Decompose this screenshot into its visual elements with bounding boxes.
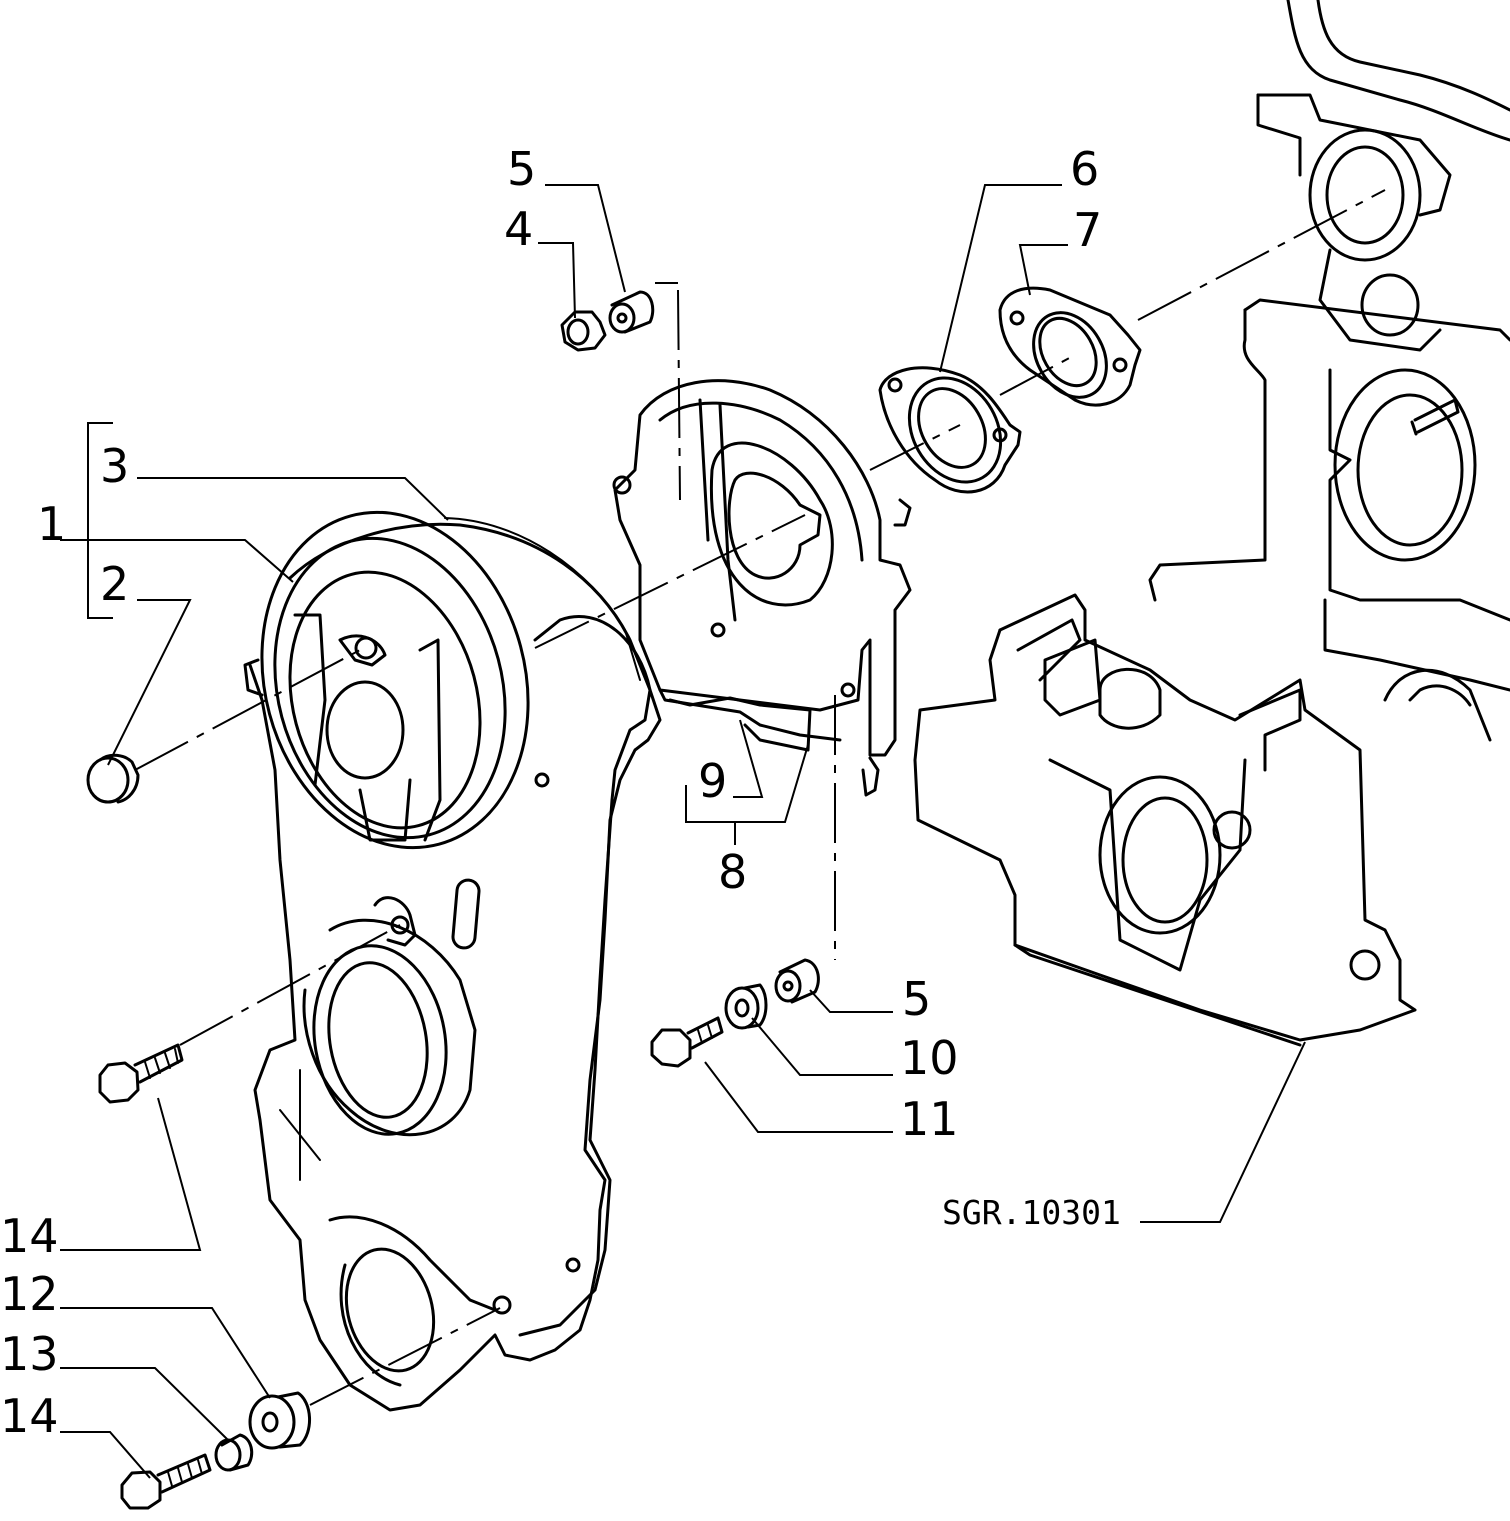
bolt-14-upper xyxy=(98,1043,184,1104)
callout-4: 4 xyxy=(504,202,533,256)
bolt-14-lower xyxy=(120,1453,212,1510)
callout-10: 10 xyxy=(900,1031,959,1085)
gasket-7 xyxy=(998,286,1142,407)
spacer-13 xyxy=(214,1433,254,1472)
rear-timing-housing xyxy=(913,593,1417,1047)
front-timing-cover xyxy=(243,510,662,1412)
nut-4 xyxy=(560,310,607,352)
spacer-5-top xyxy=(608,290,655,334)
callout-13: 13 xyxy=(0,1327,59,1381)
drawing-code: SGR.10301 xyxy=(942,1193,1121,1232)
callout-7: 7 xyxy=(1073,203,1102,257)
middle-cover-plate xyxy=(612,379,912,797)
callout-6: 6 xyxy=(1070,142,1099,196)
callout-12: 12 xyxy=(0,1267,59,1321)
callout-8: 8 xyxy=(718,845,747,899)
washer-12 xyxy=(248,1391,312,1450)
callout-9: 9 xyxy=(698,754,727,808)
engine-block-outline xyxy=(1148,0,1510,742)
callout-1: 1 xyxy=(37,497,66,551)
callout-14-upper: 14 xyxy=(0,1209,59,1263)
callout-3: 3 xyxy=(100,439,129,493)
assembly-axis-lines xyxy=(134,189,1386,1406)
callout-5-top: 5 xyxy=(507,142,536,196)
spacer-5-bottom xyxy=(774,958,820,1004)
plug-2 xyxy=(86,753,140,804)
bolt-11 xyxy=(650,1016,724,1068)
callout-5-bottom: 5 xyxy=(902,972,931,1026)
callout-11: 11 xyxy=(900,1092,959,1146)
washer-10 xyxy=(724,983,768,1030)
callout-labels: 1 2 3 4 5 6 7 9 8 5 10 11 14 12 13 14 SG… xyxy=(0,142,1121,1443)
callout-14-lower: 14 xyxy=(0,1389,59,1443)
leader-lines xyxy=(60,184,1306,1479)
seal-ring-6 xyxy=(878,366,1022,494)
callout-2: 2 xyxy=(100,557,129,611)
